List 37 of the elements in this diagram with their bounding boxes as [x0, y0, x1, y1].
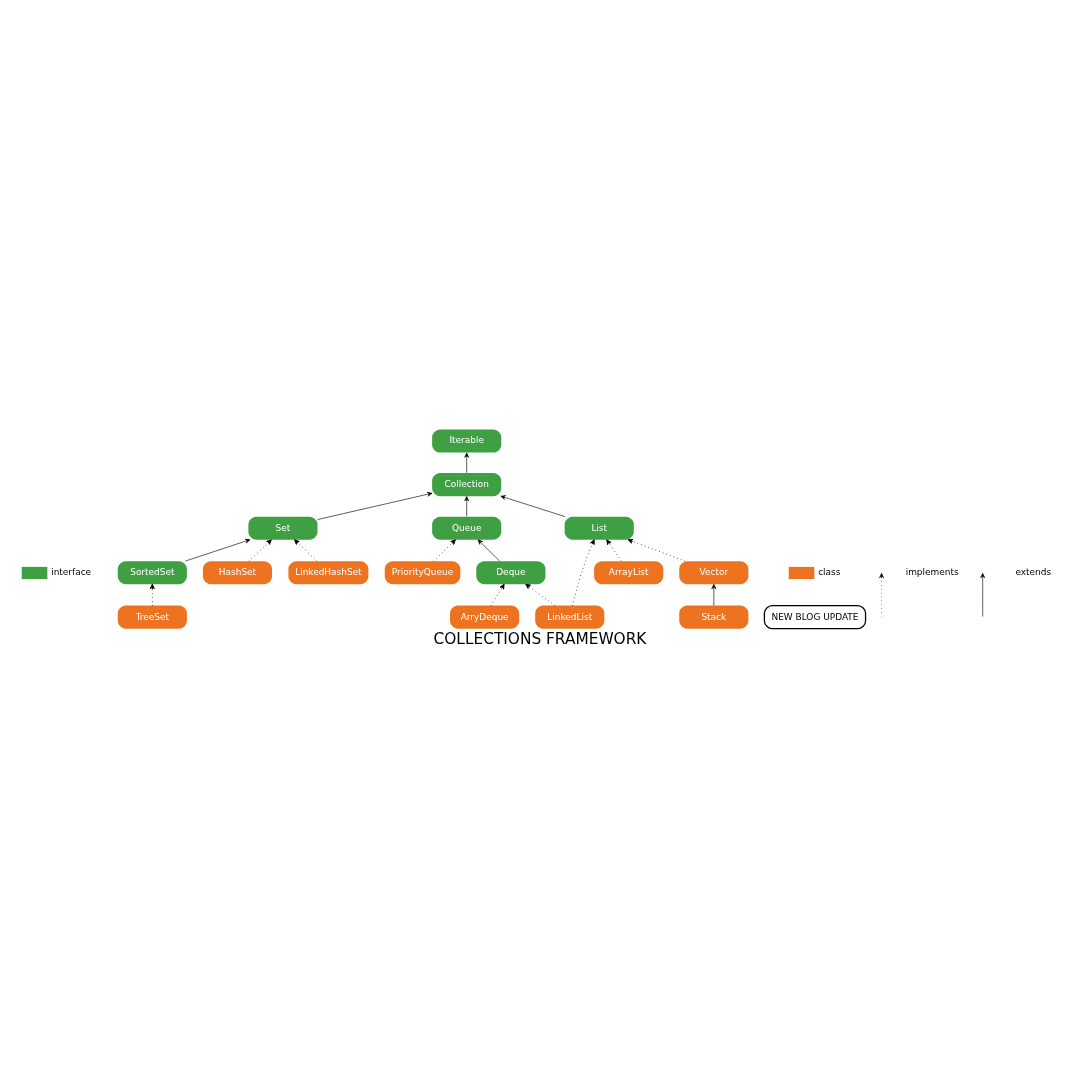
arrow	[490, 583, 505, 607]
node-box: PriorityQueue	[384, 561, 461, 585]
arrow	[317, 491, 433, 520]
legend-label: implements	[905, 567, 959, 578]
node-box: Vector	[679, 561, 749, 585]
node-box: Stack	[679, 605, 749, 629]
node-box: Collection	[432, 473, 502, 497]
arrow	[185, 538, 251, 562]
arrow	[500, 495, 566, 517]
node-box: LinkedList	[535, 605, 605, 629]
node-box: HashSet	[202, 561, 273, 585]
arrow	[477, 539, 501, 562]
arrow	[248, 539, 272, 562]
node-box: TreeSet	[117, 605, 187, 629]
legend-label: class	[818, 567, 841, 578]
node-box: SortedSet	[117, 561, 187, 585]
node-box: Deque	[476, 561, 546, 585]
node-box: List	[564, 516, 634, 540]
arrow	[525, 583, 556, 607]
node-box: ArryDeque	[450, 605, 520, 629]
node-box: Iterable	[432, 429, 502, 453]
arrow	[627, 538, 686, 562]
node-box: ArrayList	[594, 561, 664, 585]
diagram-title: COLLECTIONS FRAMEWORK	[433, 629, 647, 648]
legend-label: interface	[51, 567, 92, 578]
node-box: Queue	[432, 516, 502, 540]
node-box: Set	[248, 516, 318, 540]
arrow	[606, 539, 622, 562]
arrow	[433, 539, 456, 562]
arrow	[571, 539, 595, 607]
arrow	[464, 496, 470, 517]
arrow	[294, 539, 318, 562]
node-box: LinkedHashSet	[288, 561, 369, 585]
arrow	[464, 452, 470, 474]
arrow	[711, 584, 717, 606]
node-box: NEW BLOG UPDATE	[763, 605, 867, 630]
legend-label: extends	[1015, 567, 1052, 578]
